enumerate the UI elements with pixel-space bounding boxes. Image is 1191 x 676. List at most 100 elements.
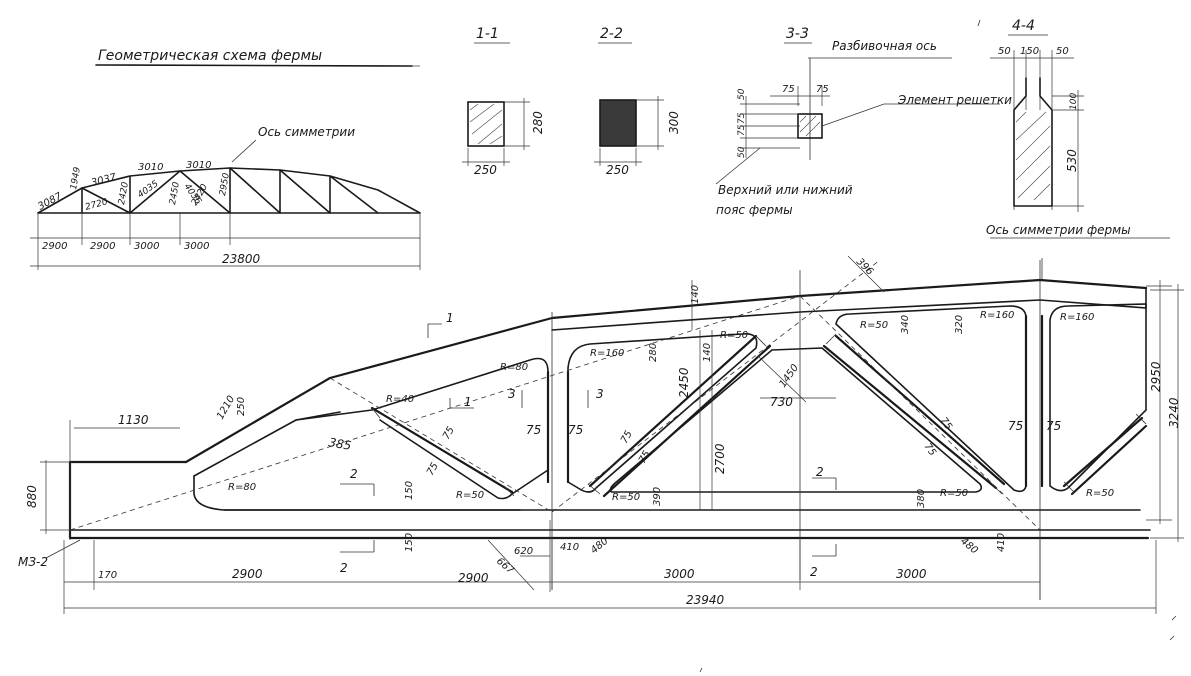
section-3-3-element-label: Элемент решетки: [897, 93, 1012, 107]
dim-396: 396: [854, 256, 875, 277]
dim-880: 880: [25, 485, 39, 508]
dim-75b: 75: [425, 461, 441, 478]
section-4-4: 4-4 50 150 50 100 530: [990, 18, 1084, 212]
cut-mark-2b: 2: [340, 561, 348, 575]
cut-mark-2a: 2: [350, 467, 358, 481]
dim-75e: 75: [619, 429, 635, 446]
section-3-3-dim-top-2: 75: [816, 84, 829, 95]
dim-730: 730: [770, 395, 793, 409]
section-2-2-width: 250: [606, 163, 629, 177]
dim-75c: 75: [526, 423, 541, 437]
dim-320: 320: [954, 315, 965, 334]
section-1-1-width: 250: [474, 163, 497, 177]
dim-250: 250: [236, 397, 247, 416]
section-1-1: 1-1 280 250: [462, 26, 545, 177]
scheme-height-1: 1949: [69, 166, 83, 191]
scheme-top-chord-2: 3037: [90, 172, 118, 189]
section-2-2-label: 2-2: [600, 26, 623, 42]
section-1-1-height: 280: [531, 111, 545, 134]
dim-340: 340: [900, 315, 911, 334]
cut-mark-2c: 2: [816, 465, 824, 479]
dim-2450: 2450: [677, 367, 691, 398]
scheme-diagonal-1: 2720: [84, 197, 109, 213]
dim-75i: 75: [1008, 419, 1023, 433]
scheme-top-chord-1: 3087: [36, 191, 64, 213]
scheme-panel-3: 3000: [134, 241, 159, 252]
dim-280: 280: [648, 343, 659, 362]
dim-410a: 410: [560, 542, 579, 553]
dim-140b: 140: [702, 343, 713, 362]
scheme-top-chord-4: 3010: [186, 160, 211, 171]
cut-mark-3b: 3: [596, 387, 604, 401]
radius-2: R=80: [228, 482, 256, 493]
dim-2900b: 2900: [458, 571, 489, 585]
dim-667: 667: [494, 556, 516, 577]
radius-4: R=160: [590, 348, 624, 359]
radius-7: R=50: [720, 330, 748, 341]
dim-75j: 75: [1046, 419, 1061, 433]
scheme-height-2: 2420: [117, 181, 131, 206]
dim-2700: 2700: [713, 443, 727, 474]
section-4-4-dim-side-2: 530: [1065, 149, 1079, 172]
support-node: [68, 460, 188, 532]
radius-3: R=50: [456, 490, 484, 501]
scheme-panel-2: 2900: [90, 241, 115, 252]
radius-1: R=40: [386, 394, 414, 405]
section-4-4-dim-side-1: 100: [1069, 93, 1079, 110]
section-3-3-label: 3-3: [786, 26, 809, 42]
section-3-3-dim-top-1: 75: [782, 84, 795, 95]
dim-1210: 1210: [215, 394, 237, 422]
section-3-3-dim-side-3: 75: [737, 124, 747, 136]
dim-390: 390: [652, 487, 663, 506]
scheme-top-chord-3: 3010: [138, 162, 163, 173]
dim-385: 385: [327, 435, 352, 453]
dim-23940: 23940: [686, 593, 725, 607]
scheme-symmetry-label: Ось симметрии: [258, 125, 355, 139]
dim-75a: 75: [441, 425, 457, 442]
scheme-panel-1: 2900: [42, 241, 67, 252]
scheme-title: Геометрическая схема фермы: [98, 48, 322, 64]
section-4-4-dim-top-2: 150: [1020, 46, 1039, 57]
dim-75d: 75: [568, 423, 583, 437]
main-truss: Ось симметрии фермы 1 1 2 2: [18, 223, 1184, 614]
radius-12: R=50: [1086, 488, 1114, 499]
geometric-scheme: Геометрическая схема фермы Ось симметрии…: [30, 48, 421, 270]
dim-3000a: 3000: [664, 567, 695, 581]
section-3-3-dim-side-2: 75: [737, 112, 747, 124]
scheme-total: 23800: [222, 252, 261, 266]
dim-2900a: 2900: [232, 567, 263, 581]
radius-8: R=160: [980, 310, 1014, 321]
mz-label: МЗ-2: [18, 555, 48, 569]
section-2-2: 2-2 300 250: [594, 26, 681, 177]
section-3-3-axis-label: Разбивочная ось: [832, 39, 937, 53]
scheme-height-5: 2950: [218, 172, 232, 197]
dim-75g: 75: [922, 441, 938, 458]
dim-1130: 1130: [118, 413, 149, 427]
dim-410b: 410: [996, 533, 1007, 552]
top-chord: [184, 278, 1148, 464]
dim-140a: 140: [690, 285, 701, 304]
dim-150b: 150: [404, 533, 415, 552]
section-4-4-dim-top-3: 50: [1056, 46, 1069, 57]
dim-620: 620: [514, 546, 533, 557]
truss-symmetry-label: Ось симметрии фермы: [986, 223, 1131, 237]
section-3-3: 3-3 Разбивочная ось 75 75 50 75 75 50 Эл…: [715, 26, 1012, 217]
section-4-4-label: 4-4: [1012, 18, 1035, 34]
scan-marks: [699, 19, 1177, 673]
section-2-2-rect: [599, 99, 637, 147]
dim-75h: 75: [938, 415, 954, 432]
cut-mark-3a: 3: [508, 387, 516, 401]
section-3-3-chord-label-1: Верхний или нижний: [718, 183, 853, 197]
cut-mark-1b: 1: [464, 395, 472, 409]
scheme-height-3: 2450: [168, 181, 182, 206]
radius-5: R=80: [500, 362, 528, 373]
section-2-2-height: 300: [667, 111, 681, 134]
section-3-3-dim-side-4: 50: [737, 146, 747, 158]
dim-150a: 150: [404, 481, 415, 500]
dim-2950: 2950: [1149, 361, 1163, 392]
radius-9: R=50: [860, 320, 888, 331]
section-1-1-label: 1-1: [476, 26, 499, 42]
cut-mark-1a: 1: [446, 311, 454, 325]
radius-6: R=50: [612, 492, 640, 503]
section-3-3-chord-label-2: пояс фермы: [716, 203, 793, 217]
